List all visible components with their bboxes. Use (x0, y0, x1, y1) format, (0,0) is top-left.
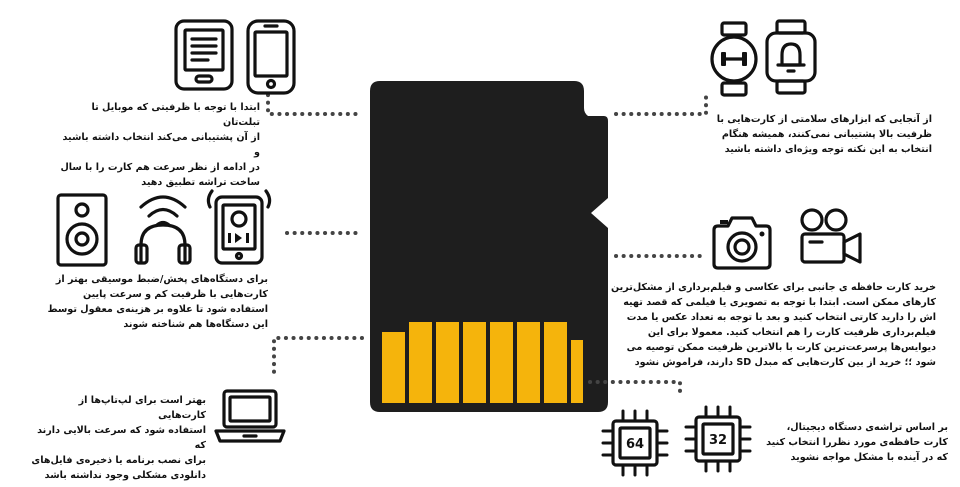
card-contact (517, 322, 540, 403)
card-contact (463, 322, 486, 403)
chip-icon: 64 (601, 409, 669, 477)
caption-laptop: بهتر است برای لپ‌تاپ‌ها از کارت‌هایی است… (31, 395, 206, 481)
smartphone-icon (246, 19, 296, 95)
speaker-icon (56, 193, 108, 267)
card-contact (490, 322, 513, 403)
caption-phones: ابتدا با توجه با ظرفیتی که موبایل تا تبل… (60, 102, 260, 188)
caption-music: برای دستگاه‌های پخش/ضبط موسیقی بهتر از ک… (47, 274, 268, 330)
connector-lines (266, 93, 708, 400)
microsd-card (370, 81, 608, 412)
connector-chips (588, 380, 682, 400)
card-contacts (382, 322, 583, 403)
video-camera-icon (800, 208, 862, 264)
connector-wearables (614, 93, 708, 116)
chip-icon: 32 (684, 405, 752, 473)
card-contact (571, 340, 583, 403)
connector-phones (266, 93, 364, 116)
card-contact (409, 322, 432, 403)
caption-wearables: از آنجایی که ابزارهای سلامتی از کارت‌های… (716, 114, 932, 155)
headphones-icon (134, 195, 192, 265)
chip-label-right: 32 (709, 433, 727, 448)
chip-label-left: 64 (626, 437, 644, 452)
ebook-reader-icon (174, 19, 234, 91)
bell-watch-icon (765, 19, 817, 95)
dumbbell-watch-icon (710, 21, 758, 97)
card-contact (382, 332, 405, 403)
media-player-icon (206, 189, 272, 265)
caption-chips: بر اساس تراشه‌ی دستگاه دیجیتال، کارت حاف… (766, 422, 948, 463)
connector-laptop (272, 336, 364, 380)
card-contact (544, 322, 567, 403)
caption-camera: خرید کارت حافظه ی جانبی برای عکاسی و فیل… (611, 282, 936, 368)
card-contact (436, 322, 459, 403)
laptop-icon (214, 389, 286, 443)
photo-camera-icon (712, 216, 772, 270)
